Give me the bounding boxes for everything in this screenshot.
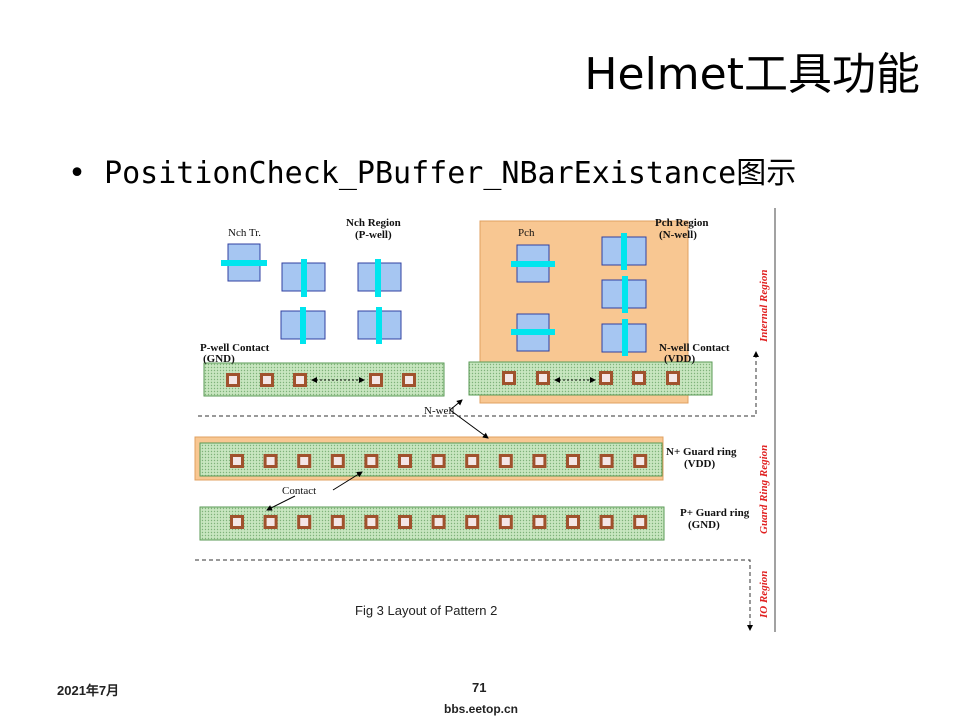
bullet-text: PositionCheck_PBuffer_NBarExistance图示: [104, 156, 797, 191]
contact-center: [333, 457, 342, 465]
contact-center: [505, 374, 513, 382]
contact-center: [669, 374, 677, 382]
nch-region-label: Nch Region: [346, 217, 401, 229]
contact-center: [602, 518, 611, 526]
contact-center: [405, 376, 413, 384]
page-number: 71: [472, 680, 487, 695]
contact-center: [569, 457, 577, 465]
contact-center: [569, 518, 577, 526]
contact-center: [468, 518, 477, 526]
bullet-icon: •: [68, 156, 87, 191]
contact-center: [367, 518, 376, 526]
contact-center: [296, 376, 304, 384]
nplus-guard-label: N+ Guard ring: [666, 446, 737, 458]
contact-center: [535, 457, 544, 465]
contact-center: [635, 374, 643, 382]
pplus-guard-label: P+ Guard ring: [680, 507, 750, 519]
contact-pointer: [332, 471, 363, 491]
contact-center: [233, 518, 241, 526]
contact-label: Contact: [282, 485, 316, 497]
pplus-guard-sub: (GND): [688, 519, 720, 531]
contact-center: [263, 376, 271, 384]
bullet-item: • PositionCheck_PBuffer_NBarExistance图示: [68, 148, 796, 192]
contact-center: [434, 457, 443, 465]
contact-center: [266, 518, 275, 526]
nwell-label: N-well: [424, 405, 455, 417]
contact-center: [372, 376, 380, 384]
watermark: bbs.eetop.cn: [444, 702, 519, 716]
contact-center: [535, 518, 544, 526]
contact-center: [636, 457, 645, 465]
contact-center: [367, 457, 376, 465]
contact-center: [501, 457, 510, 465]
internal-region-label: Internal Region: [758, 270, 770, 343]
pwell-contact-sub: (GND): [203, 353, 235, 365]
pch-gates: [511, 233, 628, 356]
slide-title: Helmet工具功能: [584, 49, 920, 100]
contact-center: [300, 518, 309, 526]
contact-center: [434, 518, 443, 526]
contact-center: [333, 518, 342, 526]
contact-center: [468, 457, 477, 465]
nch-tr-label: Nch Tr.: [228, 227, 261, 239]
guard-ring-region-label: Guard Ring Region: [758, 445, 770, 534]
contact-center: [539, 374, 547, 382]
contact-center: [602, 374, 610, 382]
contact-pointer: [266, 495, 296, 511]
contact-center: [266, 457, 275, 465]
nwell-pointer: [449, 409, 489, 439]
region-divider: [195, 559, 753, 631]
io-region-label: IO Region: [758, 571, 770, 619]
region-divider: [198, 351, 759, 417]
figure-caption: Fig 3 Layout of Pattern 2: [355, 603, 497, 618]
nplus-guard-sub: (VDD): [684, 458, 715, 470]
slide-date: 2021年7月: [57, 683, 120, 698]
contact-center: [636, 518, 645, 526]
contact-center: [401, 457, 409, 465]
contact-center: [602, 457, 611, 465]
pwell-contact-label: P-well Contact: [200, 342, 270, 354]
pch-region-label: Pch Region: [655, 217, 708, 229]
nwell-pointer: [449, 399, 463, 411]
contact-center: [229, 376, 237, 384]
nwell-contact-sub: (VDD): [664, 353, 695, 365]
nch-gates: [221, 259, 382, 344]
contact-center: [401, 518, 409, 526]
contact-center: [233, 457, 241, 465]
nch-region-sub: (P-well): [355, 229, 392, 241]
nwell-contact-label: N-well Contact: [659, 342, 730, 354]
pch-region-sub: (N-well): [659, 229, 697, 241]
contact-center: [300, 457, 309, 465]
contact-center: [501, 518, 510, 526]
pch-label: Pch: [518, 227, 535, 239]
